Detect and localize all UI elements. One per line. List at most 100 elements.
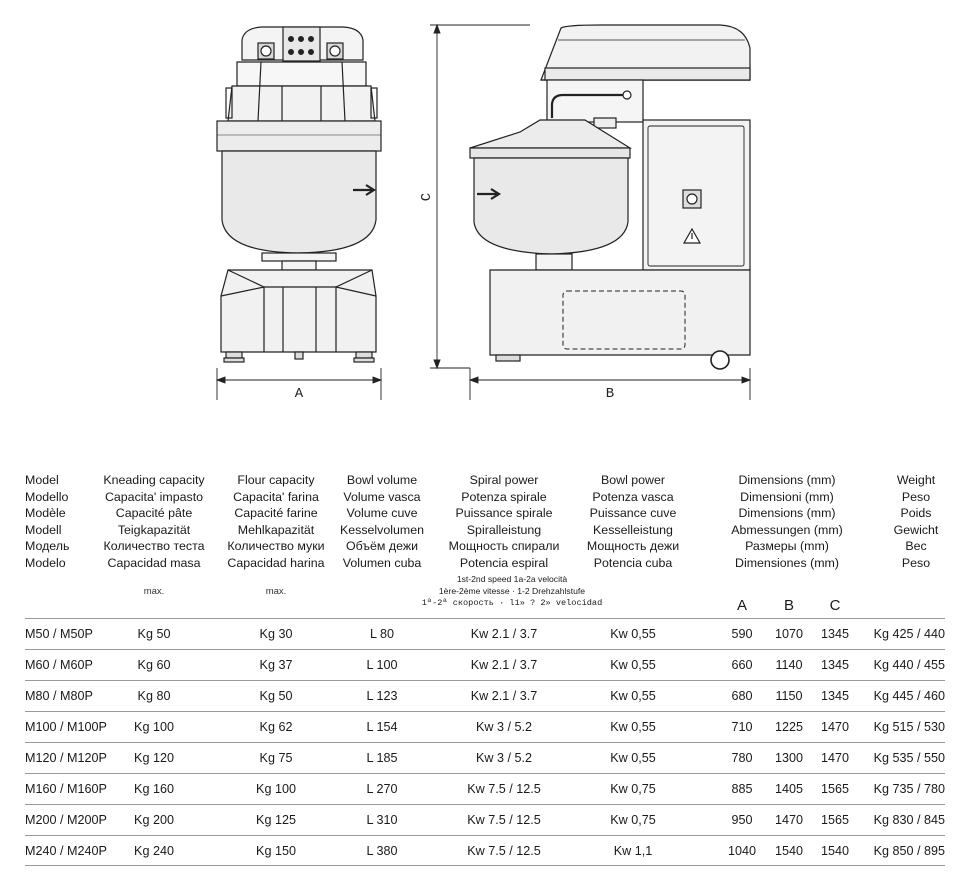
header-weight-line: Gewicht	[893, 522, 939, 537]
cell-kneading: Kg 60	[137, 658, 171, 672]
header-spiral-line: Spiralleistung	[466, 522, 542, 537]
cell-spiral: Kw 3 / 5.2	[475, 720, 533, 734]
speed-note-line: 1ª-2ª скорость · l1» ? 2» velocidad	[421, 598, 603, 609]
header-bowl-power: Bowl power Potenza vasca Puissance cuve …	[587, 472, 679, 572]
cell-spiral: Kw 7.5 / 12.5	[467, 844, 541, 858]
header-spiral-line: Мощность спирали	[448, 539, 560, 554]
cell-bowl-power: Kw 0,55	[610, 751, 656, 765]
header-bowl-line: Bowl volume	[346, 473, 418, 487]
header-dimensions-line: Dimensions (mm)	[738, 473, 836, 487]
cell-flour: Kg 75	[259, 751, 293, 765]
cell-model: M200 / M200P	[25, 813, 107, 827]
cell-bowl-power: Kw 0,75	[610, 782, 656, 796]
cell-dim-b: 1225	[774, 720, 804, 734]
cell-weight: Kg 535 / 550	[873, 751, 945, 765]
header-weight-line: Peso	[901, 489, 931, 504]
cell-bowl: L 100	[366, 658, 398, 672]
speed-note-line: 1ère-2ème vitesse · 1-2 Drehzahlstufe	[438, 586, 586, 597]
header-kneading-line: Capacita' impasto	[104, 489, 204, 504]
header-spiral-line: Puissance spirale	[455, 506, 553, 521]
header-dimensions: Dimensions (mm) Dimensioni (mm) Dimensio…	[731, 472, 843, 572]
table-row: M80 / M80P Kg 80 Kg 50 L 123 Kw 2.1 / 3.…	[25, 680, 945, 712]
header-model-line: Modèle	[25, 506, 66, 521]
cell-dim-c: 1345	[820, 627, 850, 641]
cell-dim-c: 1470	[820, 751, 850, 765]
cell-flour: Kg 37	[259, 658, 293, 672]
header-dimensions-line: Dimensiones (mm)	[735, 555, 839, 570]
header-dimensions-line: Размеры (mm)	[745, 539, 829, 554]
dim-label-a: A	[295, 386, 304, 402]
header-bowl-power-line: Potenza vasca	[592, 489, 674, 504]
header-weight-line: Вес	[905, 539, 927, 554]
cell-bowl: L 123	[366, 689, 398, 703]
header-bowl-line: Volumen cuba	[342, 555, 422, 570]
cell-dim-b: 1470	[774, 813, 804, 827]
front-view	[216, 26, 382, 363]
dim-label-c: C	[419, 193, 435, 201]
cell-model: M160 / M160P	[25, 782, 107, 796]
header-bowl-power-line: Potencia cuba	[593, 555, 673, 570]
cell-dim-b: 1140	[775, 658, 803, 672]
header-spiral-line: Spiral power	[469, 473, 539, 487]
cell-kneading: Kg 200	[134, 813, 174, 827]
technical-drawing: A B C	[215, 23, 752, 402]
table-row: M240 / M240P Kg 240 Kg 150 L 380 Kw 7.5 …	[25, 835, 945, 867]
header-flour-line: Capacita' farina	[233, 489, 319, 504]
cell-dim-a: 1040	[727, 844, 757, 858]
header-flour-line: Количество муки	[227, 539, 325, 554]
spiral-speed-note: 1st-2nd speed 1a-2a velocità 1ère-2ème v…	[422, 573, 603, 610]
table-row: M120 / M120P Kg 120 Kg 75 L 185 Kw 3 / 5…	[25, 742, 945, 774]
cell-weight: Kg 850 / 895	[873, 844, 945, 858]
cell-dim-c: 1565	[820, 813, 850, 827]
header-weight-line: Weight	[896, 473, 936, 487]
cell-bowl-power: Kw 0,55	[610, 689, 656, 703]
cell-flour: Kg 50	[259, 689, 293, 703]
cell-kneading: Kg 50	[137, 627, 171, 641]
header-spiral-line: Potenza spirale	[461, 489, 547, 504]
side-view	[469, 24, 751, 370]
cell-bowl: L 310	[366, 813, 398, 827]
cell-dim-a: 780	[731, 751, 753, 765]
header-bowl-power-line: Kesselleistung	[593, 522, 673, 537]
header-bowl-power-line: Bowl power	[600, 473, 666, 487]
header-kneading: Kneading capacity Capacita' impasto Capa…	[103, 472, 204, 572]
cell-model: M60 / M60P	[25, 658, 93, 672]
cell-weight: Kg 830 / 845	[873, 813, 945, 827]
header-spiral-line: Potencia espiral	[459, 555, 549, 570]
cell-weight: Kg 425 / 440	[873, 627, 945, 641]
cell-flour: Kg 30	[259, 627, 293, 641]
header-kneading-line: Capacidad masa	[107, 555, 201, 570]
cell-dim-b: 1540	[774, 844, 804, 858]
table-bottom-rule	[25, 865, 945, 866]
header-kneading-line: Kneading capacity	[103, 473, 205, 487]
cell-spiral: Kw 7.5 / 12.5	[467, 782, 541, 796]
cell-spiral: Kw 2.1 / 3.7	[470, 658, 538, 672]
cell-bowl: L 380	[366, 844, 398, 858]
cell-kneading: Kg 160	[134, 782, 174, 796]
header-kneading-line: Capacité pâte	[115, 506, 193, 521]
cell-flour: Kg 150	[256, 844, 296, 858]
cell-dim-a: 590	[731, 627, 753, 641]
cell-bowl: L 185	[366, 751, 398, 765]
cell-flour: Kg 62	[259, 720, 293, 734]
header-weight-line: Peso	[901, 555, 931, 570]
cell-dim-c: 1565	[820, 782, 850, 796]
cell-dim-b: 1070	[774, 627, 804, 641]
header-flour-line: Flour capacity	[237, 473, 315, 487]
cell-weight: Kg 515 / 530	[873, 720, 945, 734]
header-flour: Flour capacity Capacita' farina Capacité…	[227, 472, 324, 572]
header-weight: Weight Peso Poids Gewicht Вес Peso	[894, 472, 939, 572]
cell-flour: Kg 100	[256, 782, 296, 796]
cell-spiral: Kw 7.5 / 12.5	[467, 813, 541, 827]
header-dimensions-line: Abmessungen (mm)	[731, 522, 843, 537]
cell-kneading: Kg 120	[134, 751, 174, 765]
header-bowl-line: Kesselvolumen	[339, 522, 425, 537]
cell-bowl-power: Kw 1,1	[613, 844, 653, 858]
cell-weight: Kg 445 / 460	[873, 689, 945, 703]
cell-dim-b: 1150	[775, 689, 803, 703]
table-row: M50 / M50P Kg 50 Kg 30 L 80 Kw 2.1 / 3.7…	[25, 618, 945, 650]
cell-dim-b: 1300	[774, 751, 804, 765]
header-bowl-line: Объём дежи	[345, 539, 419, 554]
cell-bowl: L 270	[366, 782, 398, 796]
header-kneading-line: Количество теста	[103, 539, 205, 554]
